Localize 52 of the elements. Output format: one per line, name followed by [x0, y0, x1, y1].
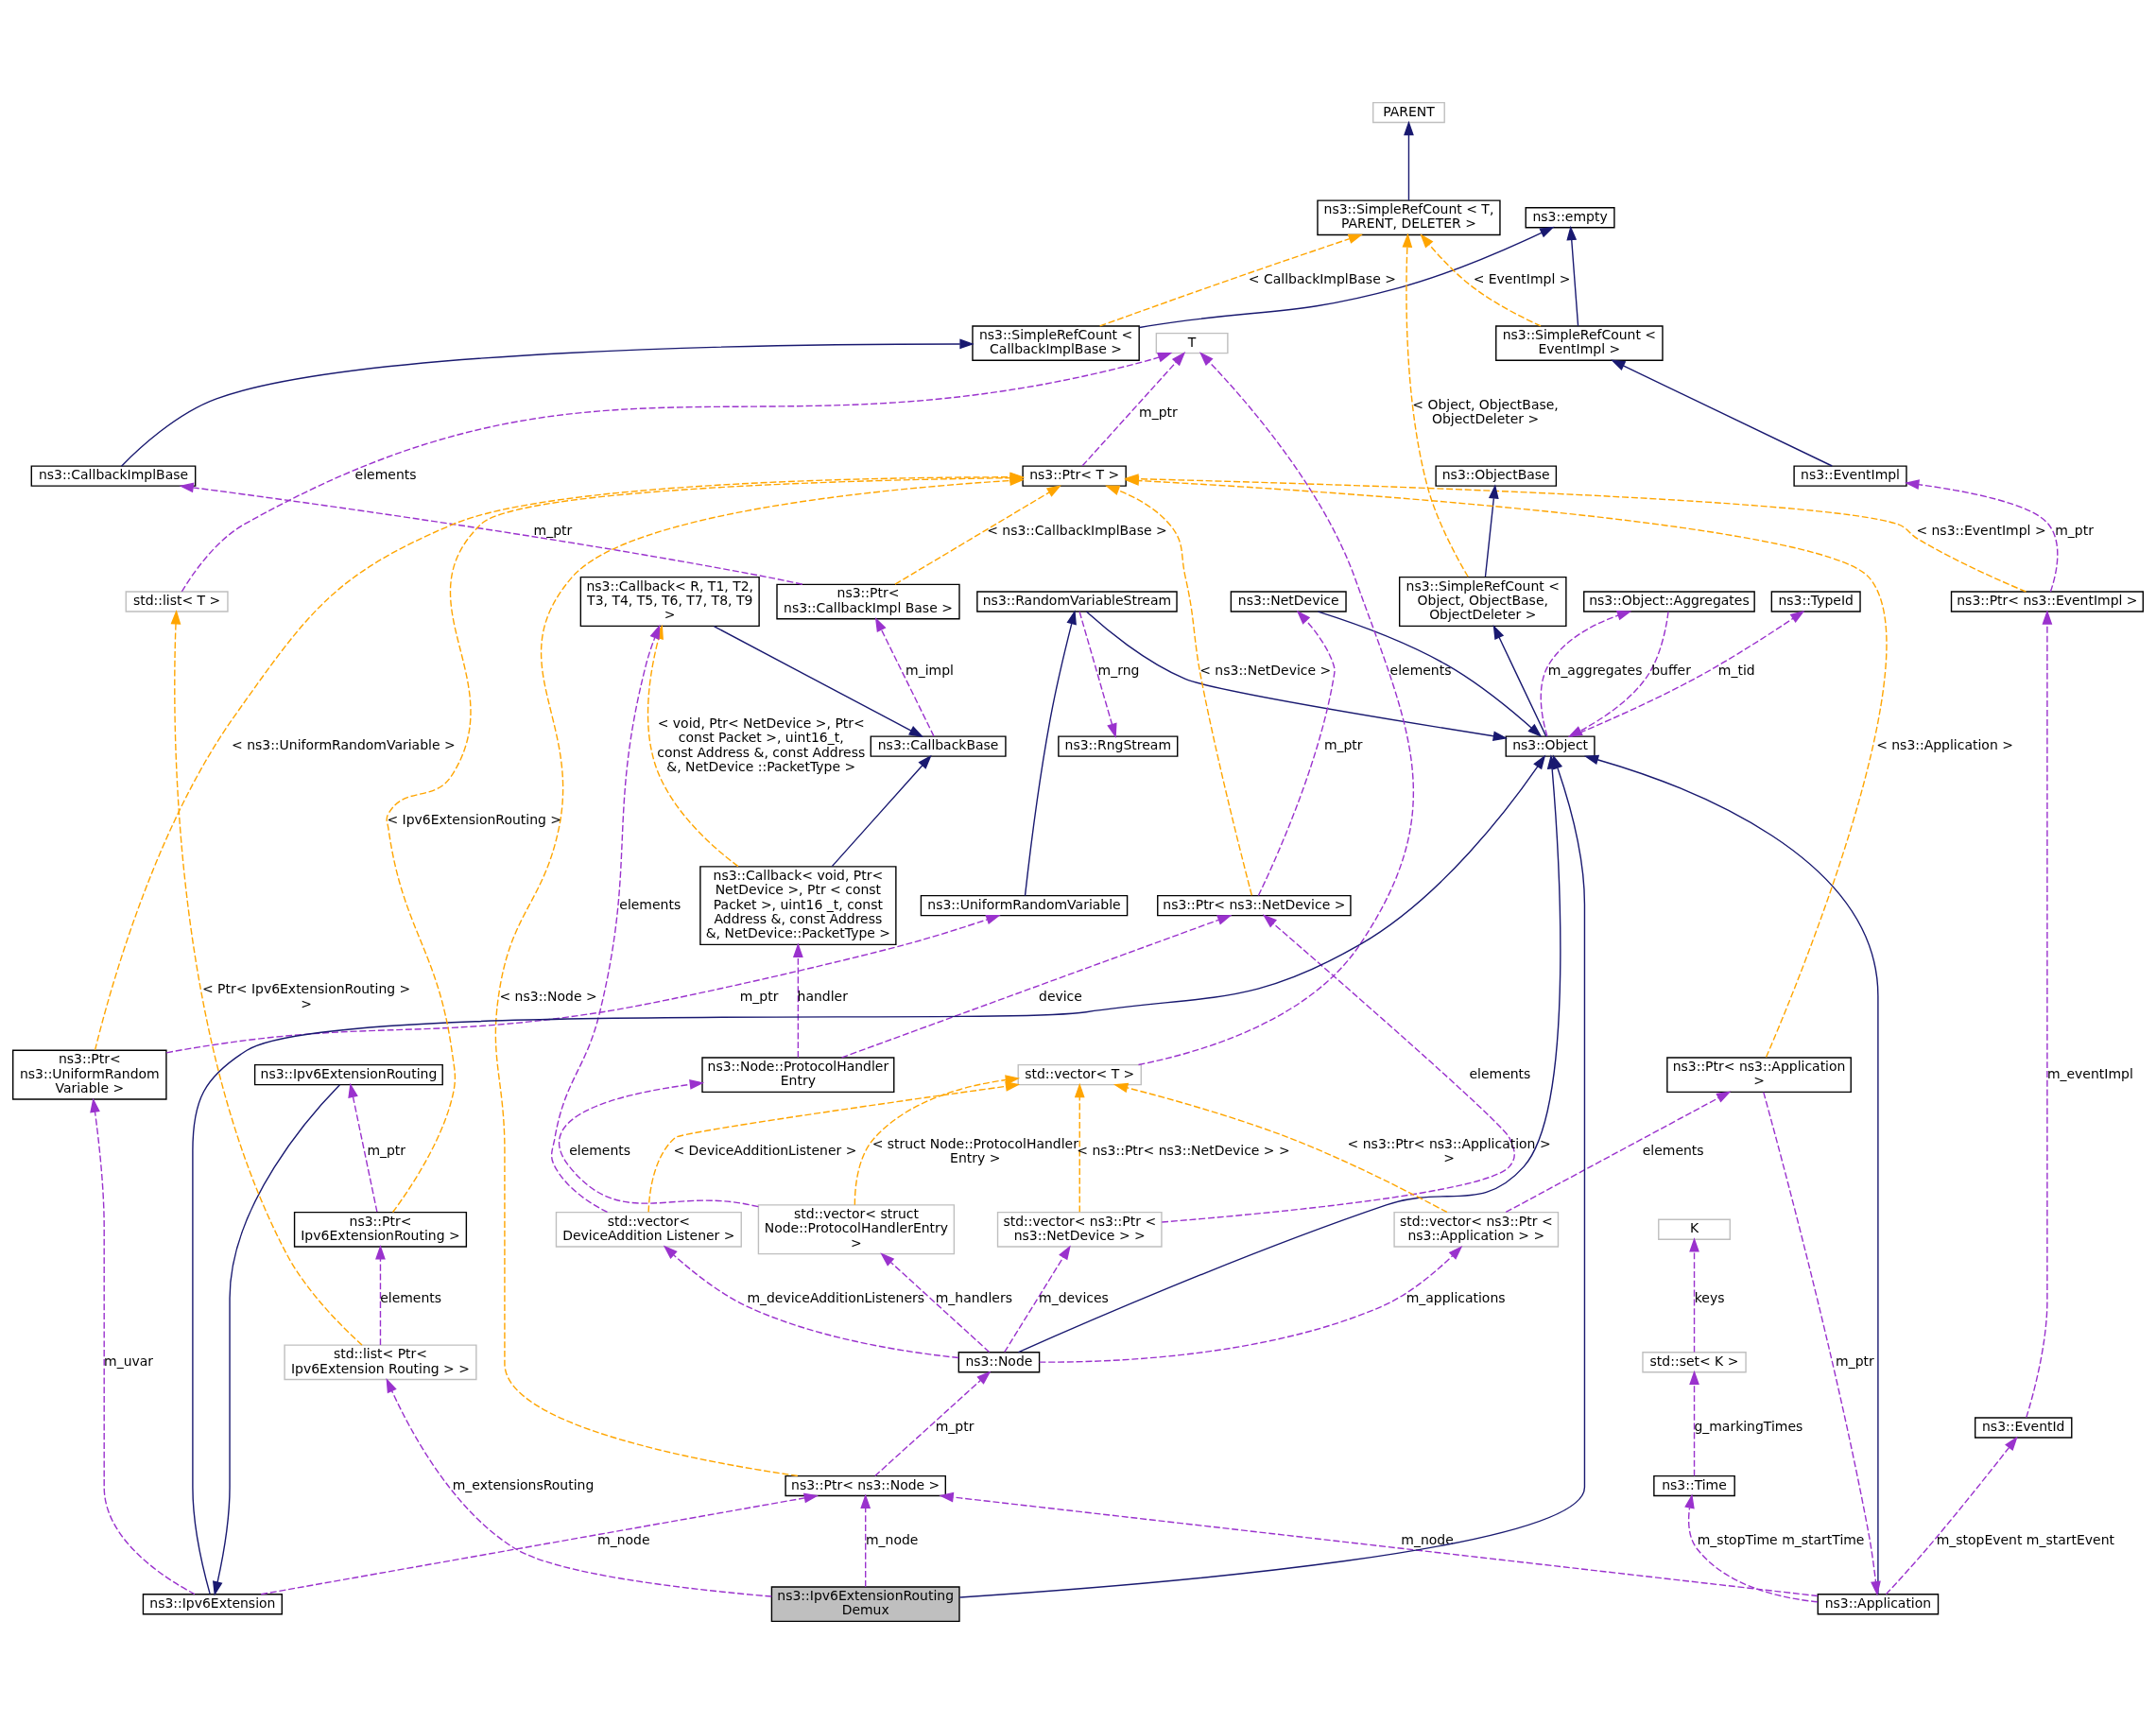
edge-label: < EventImpl > [1473, 271, 1571, 287]
edge-label: m_stopTime m_startTime [1697, 1532, 1865, 1548]
edge-label: < Object, ObjectBase, ObjectDeleter > [1412, 397, 1559, 427]
edge-label: m_node [1401, 1532, 1454, 1548]
edge-label: < ns3::Node > [499, 988, 597, 1004]
edge-label: elements [380, 1290, 442, 1306]
edge-label: m_ptr [2055, 522, 2094, 538]
edge-label: m_ptr [739, 988, 779, 1004]
edge-label: elements [569, 1143, 631, 1159]
edge-label: elements [1642, 1143, 1704, 1159]
edge-label: m_applications [1406, 1290, 1506, 1306]
edge-label: buffer [1651, 663, 1691, 679]
edge-label: < Ptr< Ipv6ExtensionRouting > > [201, 981, 411, 1011]
edge-label: m_ptr [533, 522, 573, 538]
edge-label: < ns3::Application > [1876, 737, 2013, 753]
edge-label: m_handlers [935, 1290, 1012, 1306]
edge-label: m_node [597, 1532, 650, 1548]
edge-label: m_tid [1717, 663, 1755, 679]
edge-label: m_aggregates [1547, 663, 1643, 679]
edge-label: < ns3::Ptr< ns3::NetDevice > > [1077, 1143, 1290, 1159]
edge-label: m_ptr [1323, 737, 1363, 753]
edge-label: < DeviceAdditionListener > [673, 1143, 857, 1159]
edge-label: m_node [865, 1532, 919, 1548]
edge-label: m_ptr [1139, 404, 1178, 420]
edge-label: handler [797, 988, 848, 1004]
edge-label: keys [1694, 1290, 1725, 1306]
edge-label: elements [619, 896, 681, 912]
edge-label: g_markingTimes [1694, 1419, 1803, 1435]
edge-label: elements [1469, 1065, 1531, 1081]
edge-label: m_stopEvent m_startEvent [1936, 1532, 2115, 1548]
edge-label: m_rng [1097, 663, 1140, 679]
edge-label: m_impl [906, 663, 954, 679]
edge-label: < Ipv6ExtensionRouting > [387, 812, 562, 828]
edge-label: m_eventImpl [2046, 1065, 2133, 1081]
edge-label: device [1039, 988, 1082, 1004]
edge-label: < ns3::NetDevice > [1199, 663, 1332, 679]
edge-label: < ns3::EventImpl > [1916, 522, 2046, 538]
edge-label: < struct Node::ProtocolHandler Entry > [871, 1135, 1078, 1166]
edge-label: < ns3::UniformRandomVariable > [231, 737, 456, 753]
edge-label: elements [354, 467, 417, 483]
edge-label: m_extensionsRouting [452, 1476, 595, 1492]
edge-label: < ns3::CallbackImplBase > [987, 522, 1167, 538]
edge-label: m_deviceAdditionListeners [747, 1290, 925, 1306]
edge-label: m_uvar [104, 1353, 154, 1369]
edge-label: elements [1389, 663, 1452, 679]
edge-label: m_ptr [1836, 1353, 1874, 1369]
edge-label: m_ptr [935, 1419, 975, 1435]
edge-label: < void, Ptr< NetDevice >, Ptr< const Packet >, uint16_t, const Address &, const Address &, NetDevice ::PacketType > [657, 715, 866, 775]
edge-label: < CallbackImplBase > [1248, 271, 1396, 287]
edge-label: < ns3::Ptr< ns3::Application > > [1347, 1135, 1551, 1166]
edge-label: m_ptr [367, 1143, 406, 1159]
edge-label: m_devices [1039, 1290, 1109, 1306]
